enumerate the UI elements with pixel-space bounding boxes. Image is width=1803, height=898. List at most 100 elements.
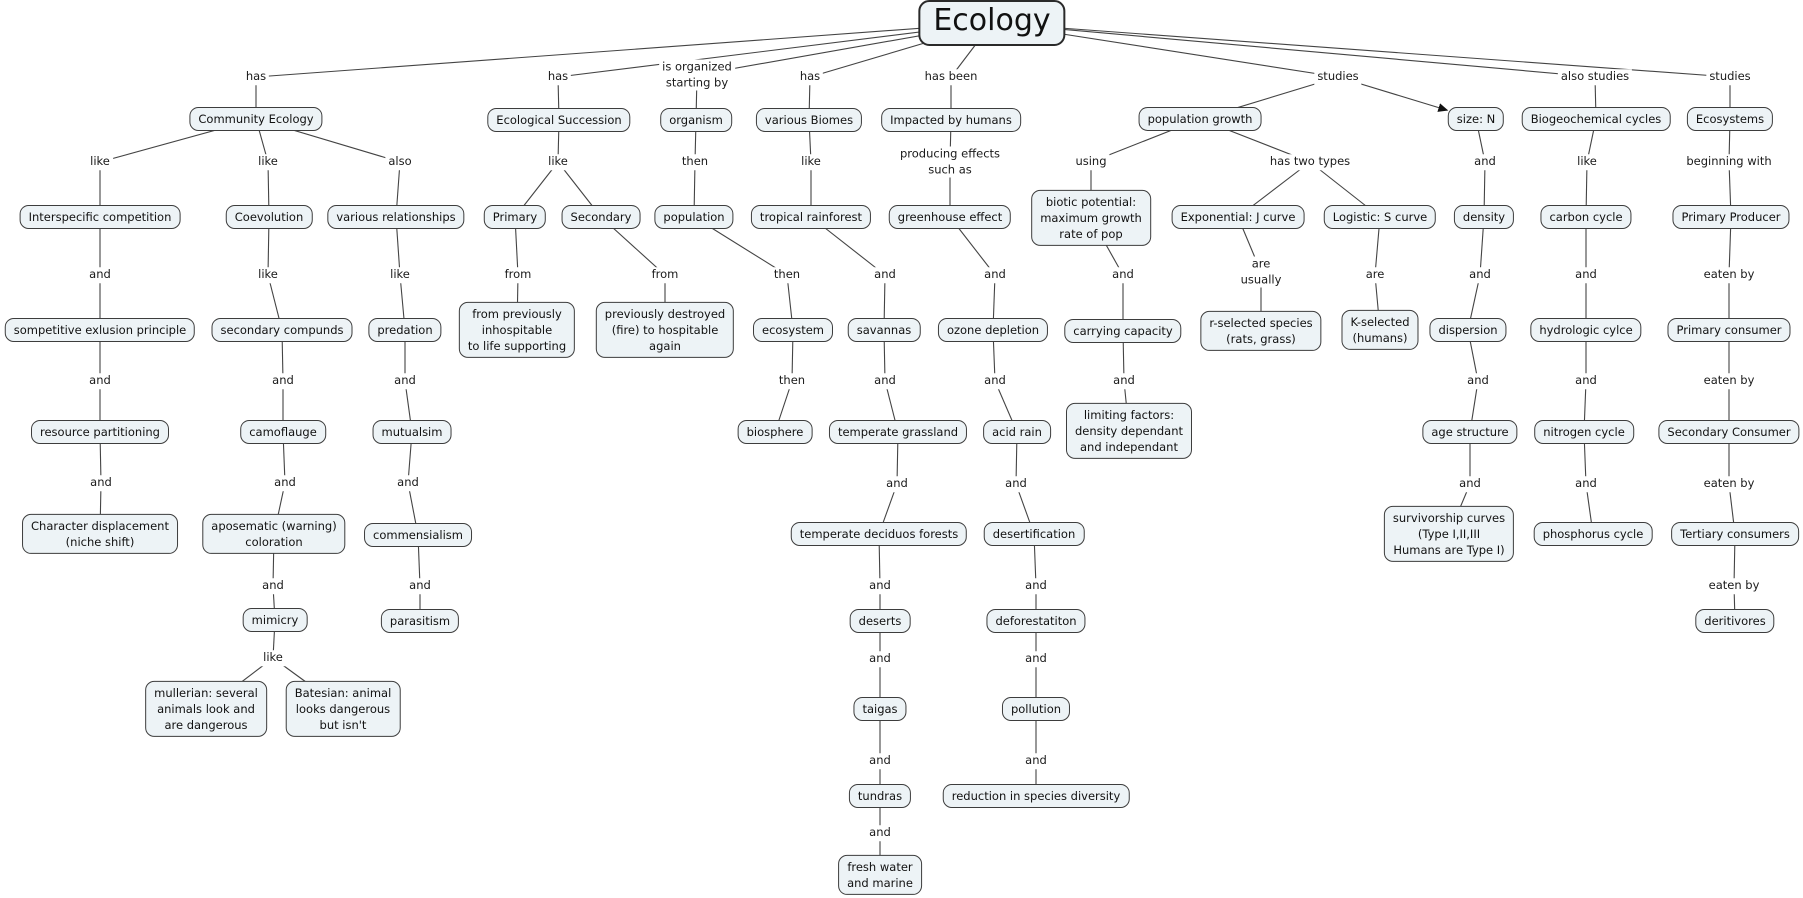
linking-phrase-p_then3: then [775, 373, 809, 389]
linking-phrase-p_and10: and [871, 373, 899, 389]
concept-node-pproducer[interactable]: Primary Producer [1672, 204, 1790, 230]
concept-node-density[interactable]: density [1453, 204, 1515, 230]
linking-phrase-p_and25: and [1022, 578, 1050, 594]
concept-node-freshwater[interactable]: fresh water and marine [838, 854, 922, 896]
concept-node-limiting[interactable]: limiting factors: density dependant and … [1065, 402, 1193, 460]
linking-phrase-p_eaten4: eaten by [1705, 578, 1763, 594]
concept-node-population[interactable]: population [654, 204, 734, 230]
concept-node-camo[interactable]: camoflauge [240, 419, 326, 445]
linking-phrase-p_and19: and [1002, 476, 1030, 492]
concept-node-mutualism[interactable]: mutualsim [372, 419, 452, 445]
concept-node-reduction[interactable]: reduction in species diversity [942, 783, 1130, 809]
concept-node-tertiary[interactable]: Tertiary consumers [1671, 521, 1799, 547]
linking-phrase-p_and22: and [259, 578, 287, 594]
concept-node-greenhouse[interactable]: greenhouse effect [888, 204, 1012, 230]
concept-node-coevolution[interactable]: Coevolution [225, 204, 313, 230]
linking-phrase-p_studies2: studies [1706, 69, 1754, 85]
linking-phrase-p_and7: and [86, 373, 114, 389]
linking-phrase-p_hasbeen: has been [921, 69, 981, 85]
concept-node-biosphere[interactable]: biosphere [737, 419, 813, 445]
linking-phrase-p_like2: like [255, 154, 281, 170]
concept-node-sompetitive[interactable]: sompetitive exlusion principle [4, 317, 196, 343]
linking-phrase-p_and5: and [1466, 267, 1494, 283]
concept-node-community[interactable]: Community Ecology [189, 106, 323, 132]
concept-node-prevdestroyed[interactable]: previously destroyed (fire) to hospitabl… [595, 301, 735, 359]
concept-node-deserts[interactable]: deserts [849, 608, 911, 634]
concept-node-taigas[interactable]: taigas [853, 696, 907, 722]
concept-node-pconsumer[interactable]: Primary consumer [1667, 317, 1791, 343]
linking-phrase-p_using: using [1072, 154, 1110, 170]
edge-line-ecology-p_studies2 [991, 22, 1731, 78]
linking-phrase-p_and17: and [394, 475, 422, 491]
concept-node-frominhosp[interactable]: from previously inhospitable to life sup… [458, 301, 576, 359]
concept-node-resource[interactable]: resource partitioning [31, 419, 169, 445]
concept-node-mimicry[interactable]: mimicry [242, 607, 308, 633]
concept-node-interspecific[interactable]: Interspecific competition [19, 204, 181, 230]
linking-phrase-p_like7: like [387, 267, 413, 283]
linking-phrase-p_eaten3: eaten by [1700, 476, 1758, 492]
concept-node-sconsumer[interactable]: Secondary Consumer [1658, 419, 1800, 445]
concept-node-impacted[interactable]: Impacted by humans [881, 107, 1021, 133]
concept-node-predation[interactable]: predation [368, 317, 442, 343]
concept-node-agestructure[interactable]: age structure [1422, 419, 1518, 445]
concept-node-nitrogen[interactable]: nitrogen cycle [1534, 419, 1634, 445]
concept-node-aposematic[interactable]: aposematic (warning) coloration [202, 513, 346, 555]
concept-node-ecosystems[interactable]: Ecosystems [1686, 106, 1774, 132]
concept-node-ozone[interactable]: ozone depletion [937, 317, 1049, 343]
concept-node-phosphorus[interactable]: phosphorus cycle [1533, 521, 1653, 547]
concept-node-carrying[interactable]: carrying capacity [1064, 318, 1182, 344]
linking-phrase-p_and9: and [391, 373, 419, 389]
linking-phrase-p_and24: and [866, 578, 894, 594]
linking-phrase-p_producing: producing effects such as [896, 146, 1004, 178]
concept-node-batesian[interactable]: Batesian: animal looks dangerous but isn… [285, 680, 401, 738]
linking-phrase-p_and1: and [86, 267, 114, 283]
concept-node-chardisp[interactable]: Character displacement (niche shift) [22, 513, 178, 555]
concept-node-parasitism[interactable]: parasitism [380, 608, 460, 634]
concept-node-biomes[interactable]: various Biomes [755, 107, 863, 133]
concept-node-succession[interactable]: Ecological Succession [487, 107, 631, 133]
concept-node-biogeo[interactable]: Biogeochemical cycles [1521, 106, 1671, 132]
linking-phrase-p_has2: has [544, 69, 572, 85]
concept-node-survivorship[interactable]: survivorship curves (Type I,II,III Human… [1383, 505, 1515, 563]
concept-node-popgrowth[interactable]: population growth [1138, 106, 1262, 132]
concept-node-mullerian[interactable]: mullerian: several animals look and are … [145, 680, 267, 738]
concept-node-tempdecid[interactable]: temperate deciduos forests [790, 521, 968, 547]
concept-node-organism[interactable]: organism [660, 107, 732, 133]
linking-phrase-p_like6: like [255, 267, 281, 283]
concept-node-carbon[interactable]: carbon cycle [1540, 204, 1632, 230]
concept-node-ecology[interactable]: Ecology [918, 0, 1066, 46]
linking-phrase-p_areusually: are usually [1237, 256, 1285, 288]
concept-node-hydro[interactable]: hydrologic cylce [1530, 317, 1642, 343]
concept-node-savannas[interactable]: savannas [847, 317, 921, 343]
concept-node-biotic[interactable]: biotic potential: maximum growth rate of… [1031, 189, 1151, 247]
concept-node-kselected[interactable]: K-selected (humans) [1341, 309, 1419, 351]
concept-node-logistic[interactable]: Logistic: S curve [1323, 204, 1437, 230]
concept-node-acidrain[interactable]: acid rain [983, 419, 1051, 445]
concept-node-ecosystem[interactable]: ecosystem [752, 317, 834, 343]
concept-node-tempgrass[interactable]: temperate grassland [828, 419, 968, 445]
concept-node-commensalism[interactable]: commensialism [364, 522, 472, 548]
concept-node-exponential[interactable]: Exponential: J curve [1171, 204, 1305, 230]
concept-node-rainforest[interactable]: tropical rainforest [750, 204, 872, 230]
linking-phrase-p_has3: has [796, 69, 824, 85]
concept-node-tundras[interactable]: tundras [848, 783, 912, 809]
concept-node-seccompounds[interactable]: secondary compunds [211, 317, 353, 343]
concept-node-pollution[interactable]: pollution [1001, 696, 1071, 722]
linking-phrase-p_and3: and [981, 267, 1009, 283]
linking-phrase-p_has1: has [242, 69, 270, 85]
edge-line-ecology-p_has1 [255, 22, 993, 78]
concept-node-secondary[interactable]: Secondary [561, 204, 641, 230]
linking-phrase-p_and_sn: and [1471, 154, 1499, 170]
concept-node-rselected[interactable]: r-selected species (rats, grass) [1200, 310, 1322, 352]
concept-node-sizen[interactable]: size: N [1447, 106, 1505, 132]
linking-phrase-p_and12: and [1110, 373, 1138, 389]
concept-node-primary[interactable]: Primary [483, 204, 547, 230]
concept-node-derit[interactable]: deritivores [1695, 608, 1775, 634]
concept-node-deforestation[interactable]: deforestatiton [986, 608, 1086, 634]
concept-node-dispersion[interactable]: dispersion [1429, 317, 1507, 343]
concept-node-relationships[interactable]: various relationships [327, 204, 465, 230]
linking-phrase-p_and11: and [981, 373, 1009, 389]
concept-node-desertification[interactable]: desertification [983, 521, 1085, 547]
linking-phrase-p_and27: and [1022, 651, 1050, 667]
